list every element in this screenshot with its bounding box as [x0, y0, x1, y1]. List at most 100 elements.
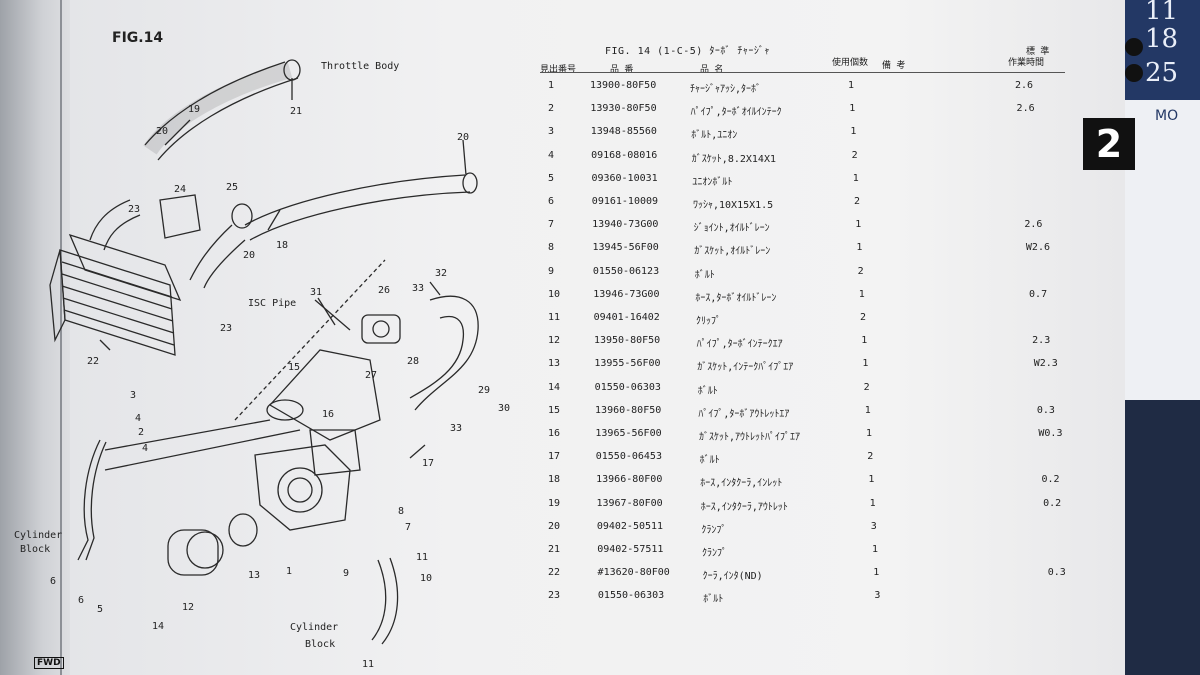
cylinder-block-label: Block — [20, 544, 51, 555]
part-number: 01550-06453 — [595, 451, 662, 463]
part-name: ﾕﾆｵﾝﾎﾞﾙﾄ — [692, 176, 733, 188]
quantity: 1 — [873, 567, 880, 579]
callout: 4 — [142, 443, 149, 454]
work-time: 0.3 — [1047, 567, 1066, 579]
part-name: ﾎﾞﾙﾄ — [694, 269, 715, 281]
callout: 22 — [87, 356, 100, 367]
part-name: ﾎﾞﾙﾄ,ﾕﾆｵﾝ — [691, 130, 738, 142]
header-ref: 見出番号 — [540, 65, 577, 75]
part-number: 13967-80F00 — [596, 497, 663, 509]
ref-number: 23 — [548, 590, 561, 602]
callout: 29 — [478, 385, 491, 396]
quantity: 1 — [872, 544, 879, 555]
callout: 19 — [188, 104, 201, 115]
part-number: 13965-56F00 — [595, 428, 662, 439]
book-spine — [0, 0, 70, 675]
callout: 2 — [138, 427, 145, 438]
callout: 14 — [152, 621, 165, 632]
callout: 33 — [412, 283, 425, 294]
part-number: 13946-73G00 — [593, 288, 660, 300]
part-number: 09402-57511 — [597, 544, 664, 555]
ref-number: 6 — [548, 196, 555, 207]
callout: 26 — [378, 285, 391, 296]
callout: 4 — [135, 413, 142, 424]
work-time: W2.6 — [1025, 242, 1050, 254]
work-time: 0.2 — [1043, 497, 1062, 509]
ref-number: 22 — [548, 567, 561, 579]
quantity: 1 — [852, 172, 859, 184]
ref-number: 5 — [548, 172, 555, 184]
ref-number: 8 — [548, 242, 555, 254]
callout: 18 — [276, 240, 289, 251]
callout: 8 — [398, 506, 405, 517]
ref-number: 9 — [548, 265, 555, 277]
callout: 23 — [220, 323, 233, 334]
part-number: 09401-16402 — [593, 312, 660, 323]
callout: 6 — [78, 595, 85, 606]
work-time: W0.3 — [1038, 428, 1063, 439]
quantity: 2 — [867, 451, 874, 463]
callout: 16 — [322, 409, 335, 420]
manual-page — [0, 0, 1125, 675]
part-number: 09161-10009 — [591, 196, 659, 207]
callout: 24 — [174, 184, 187, 195]
quantity: 3 — [874, 590, 881, 602]
part-number: 13960-80F50 — [595, 404, 662, 416]
callout: 3 — [130, 390, 137, 401]
callout: 1 — [286, 566, 293, 577]
part-number: 13955-56F00 — [594, 358, 661, 370]
callout: 20 — [156, 126, 169, 137]
quantity: 2 — [851, 149, 858, 161]
callout: 7 — [405, 522, 412, 533]
calendar-number: 11 — [1145, 0, 1179, 26]
callout: 32 — [435, 268, 448, 279]
cylinder-block-label: Block — [305, 639, 336, 650]
callout: 10 — [420, 573, 433, 584]
calendar-number: 18 — [1145, 24, 1179, 54]
callout: 33 — [450, 423, 463, 434]
work-time: 2.6 — [1016, 103, 1035, 115]
part-name: ｶﾞｽｹｯﾄ,ｵｲﾙﾄﾞﾚｰﾝ — [694, 246, 771, 258]
callout: 6 — [50, 576, 57, 587]
part-name: ﾎｰｽ,ﾀｰﾎﾞｵｲﾙﾄﾞﾚｰﾝ — [695, 292, 777, 304]
quantity: 2 — [863, 381, 870, 393]
callout: 13 — [248, 570, 261, 581]
part-number: 13950-80F50 — [593, 335, 661, 347]
callout: 11 — [416, 552, 429, 563]
table-title: FIG. 14 (1-C-5) ﾀｰﾎﾞ ﾁｬｰｼﾞｬ — [605, 46, 770, 57]
quantity: 1 — [866, 428, 873, 439]
quantity: 2 — [854, 196, 861, 207]
ref-number: 16 — [548, 428, 561, 439]
part-name: ｶﾞｽｹｯﾄ,ｲﾝﾃｰｸﾊﾟｲﾌﾟｴｱ — [697, 362, 794, 374]
part-number: 09168-08016 — [591, 149, 658, 161]
ref-number: 21 — [548, 544, 561, 555]
ref-number: 19 — [548, 497, 561, 509]
ref-number: 11 — [548, 312, 561, 323]
ref-number: 7 — [548, 219, 555, 231]
ref-number: 1 — [548, 80, 555, 91]
part-name: ﾎﾞﾙﾄ — [703, 594, 724, 606]
callout: 31 — [310, 287, 323, 298]
callout: 23 — [128, 204, 141, 215]
callout: 30 — [498, 403, 511, 414]
work-time: W2.3 — [1033, 358, 1058, 370]
callout: 25 — [226, 182, 239, 193]
ref-number: 20 — [548, 520, 561, 532]
quantity: 1 — [869, 497, 876, 509]
callout: 11 — [362, 659, 375, 670]
part-number: 13945-56F00 — [592, 242, 659, 254]
calendar-number: 25 — [1145, 58, 1179, 88]
part-name: ｶﾞｽｹｯﾄ,8.2X14X1 — [691, 153, 776, 165]
part-number: 01550-06303 — [594, 381, 661, 393]
